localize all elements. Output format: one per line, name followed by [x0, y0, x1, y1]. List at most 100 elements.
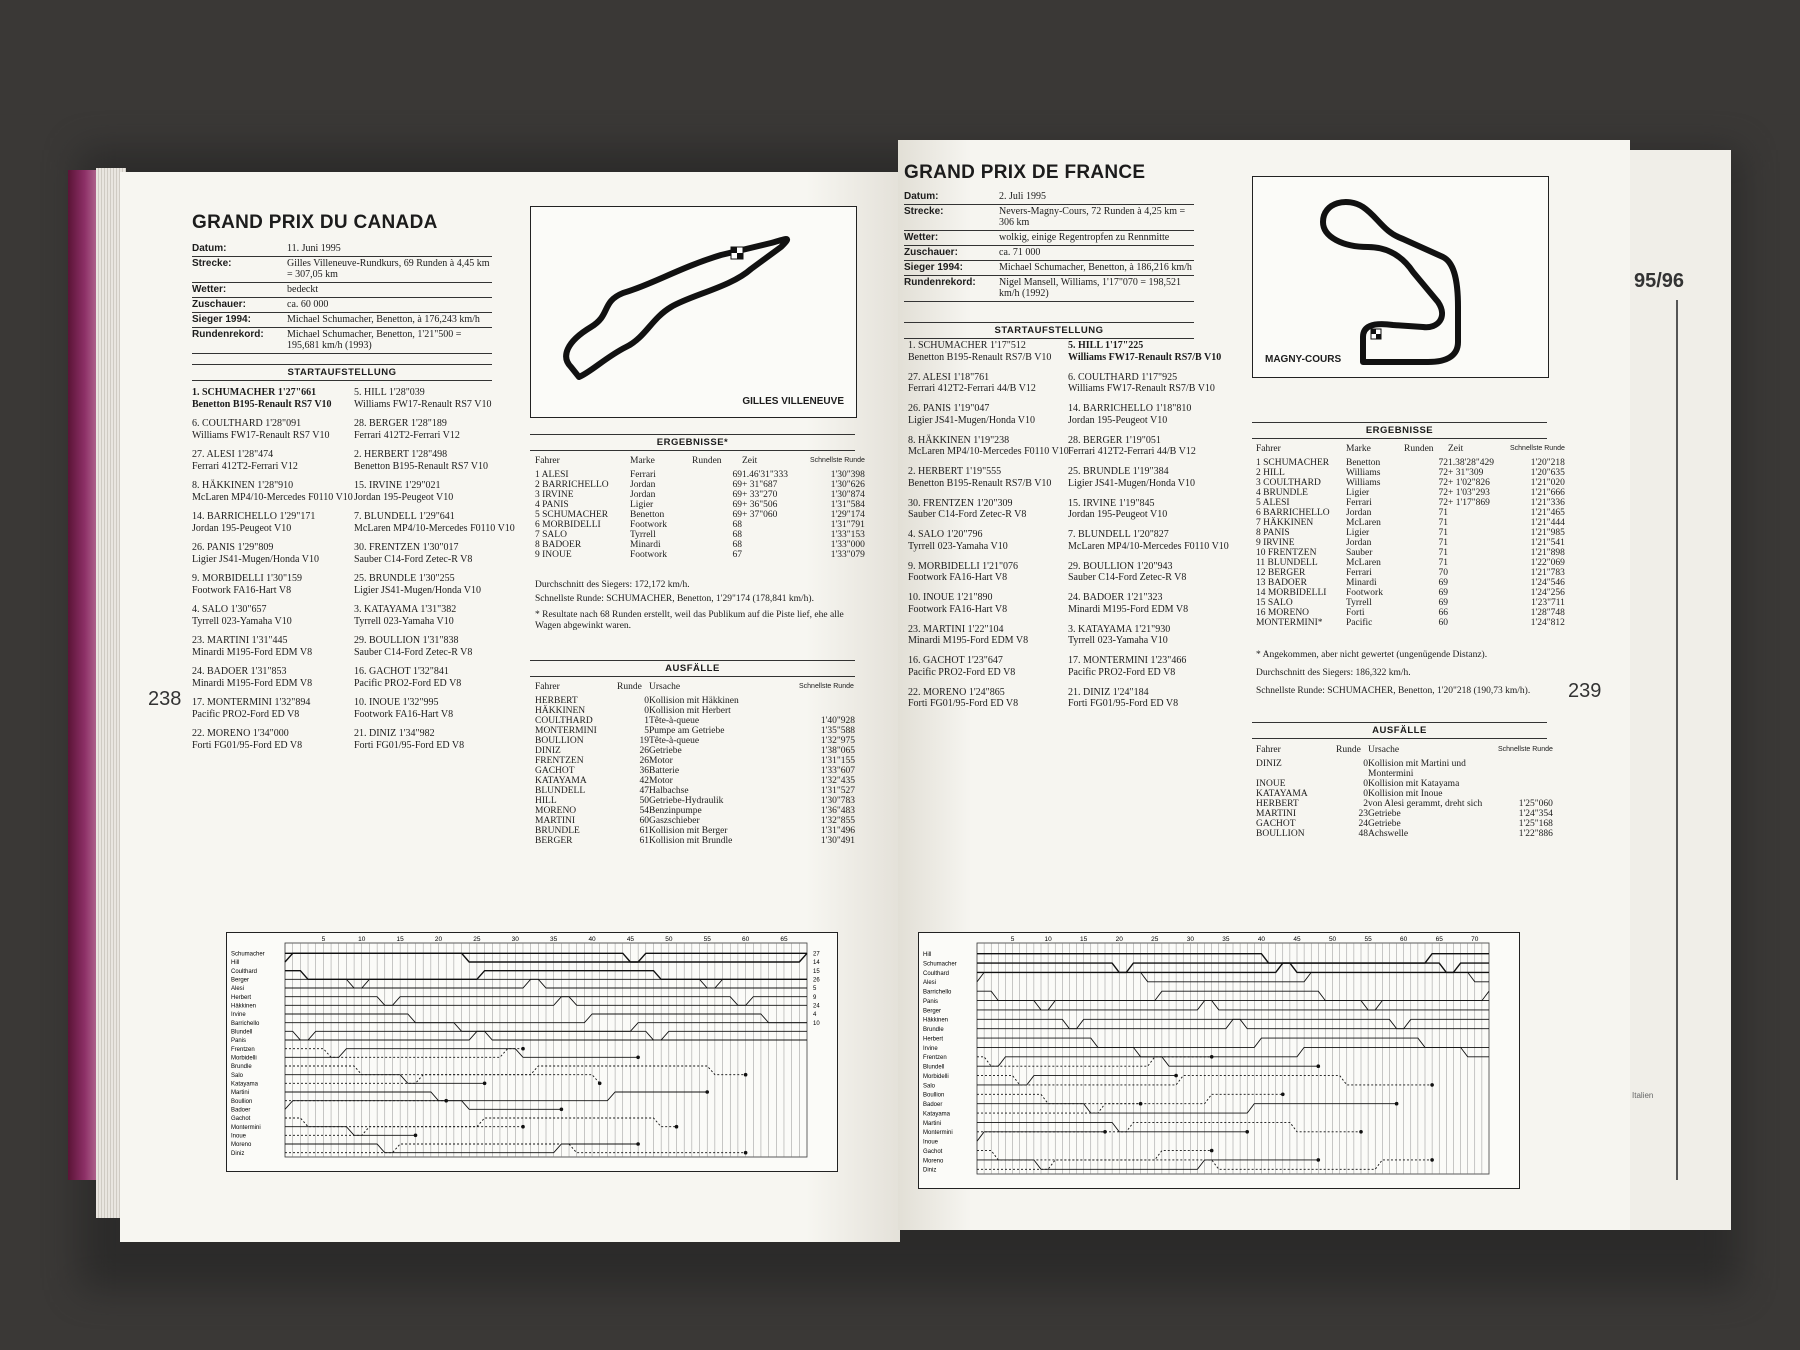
table-cell: + 31"309	[1448, 468, 1484, 478]
table-cell: Kollision mit Brundle	[649, 836, 733, 846]
table-cell: Tête-à-queue	[649, 716, 700, 726]
table-cell: 1'20"218	[1530, 458, 1565, 468]
retirement-marker	[1138, 1101, 1143, 1106]
table-cell: 14 MORBIDELLI	[1256, 588, 1327, 598]
table-cell: Footwork	[630, 520, 667, 530]
grid-car: Footwork FA16-Hart V8	[908, 572, 1008, 583]
driver-position-line	[285, 1030, 807, 1041]
grid-car: Forti FG01/95-Ford ED V8	[192, 739, 303, 751]
retirement-marker	[559, 1107, 564, 1112]
lap-driver-label: Morbidelli	[923, 1074, 949, 1080]
grid-driver: 24. BADOER 1'31"853	[192, 666, 287, 677]
table-cell: 6 BARRICHELLO	[1256, 508, 1330, 518]
table-cell: 1'29"174	[830, 510, 865, 520]
table-cell: Tyrrell	[1346, 598, 1372, 608]
lap-driver-label: Blundell	[231, 1030, 252, 1036]
table-cell: Ferrari	[1346, 568, 1372, 578]
table-cell: McLaren	[1346, 558, 1381, 568]
table-cell: 36	[639, 766, 650, 776]
info-row: Datum:11. Juni 1995	[192, 242, 492, 257]
retirement-marker	[1209, 1055, 1214, 1059]
table-cell	[1448, 558, 1510, 568]
table-cell: 13 BADOER	[1256, 578, 1307, 588]
grid-driver: 21. DINIZ 1'34"982	[354, 728, 435, 739]
grid-car: Sauber C14-Ford Zetec-R V8	[354, 553, 473, 565]
grid-car: Ligier JS41-Mugen/Honda V10	[908, 414, 1036, 426]
lap-end-label: 5	[813, 986, 817, 992]
table-cell: 4 BRUNDLE	[1256, 488, 1308, 498]
table-cell: Ligier	[1346, 528, 1370, 538]
grid-driver: 17. MONTERMINI 1'32"894	[192, 697, 311, 708]
table-cell: 1'21"541	[1530, 538, 1565, 548]
grid-car: Pacific PRO2-Ford ED V8	[192, 708, 300, 720]
column-header: Zeit	[1448, 444, 1464, 454]
grid-car: Tyrrell 023-Yamaha V10	[1068, 635, 1168, 646]
table-cell: 0	[1363, 759, 1368, 769]
grid-car: Footwork FA16-Hart V8	[354, 708, 454, 720]
table-cell: INOUE	[1256, 779, 1286, 789]
lap-tick-label: 40	[588, 936, 596, 943]
table-cell: Kollision mit Inoue	[1368, 789, 1443, 799]
info-row: Strecke:Nevers-Magny-Cours, 72 Runden à …	[904, 205, 1194, 231]
table-cell: 7 HÄKKINEN	[1256, 518, 1314, 528]
grid-car: Ligier JS41-Mugen/Honda V10	[1068, 477, 1196, 489]
results-heading: ERGEBNISSE	[1252, 422, 1547, 439]
table-cell: 5	[644, 726, 649, 736]
grid-driver: 8. HÄKKINEN 1'19"238	[908, 434, 1010, 446]
lap-driver-label: Gachot	[923, 1149, 943, 1155]
table-cell: HILL	[535, 796, 557, 806]
table-cell: 0	[644, 706, 649, 716]
driver-position-line	[977, 1159, 1319, 1170]
grid-driver: 27. ALESI 1'18"761	[908, 371, 990, 383]
column-header: Schnellste Runde	[799, 683, 854, 690]
dnf-heading: AUSFÄLLE	[530, 660, 855, 677]
grid-car: Ferrari 412T2-Ferrari V12	[354, 429, 460, 441]
info-row: Zuschauer:ca. 71 000	[904, 246, 1194, 261]
lap-end-label: 4	[813, 1012, 817, 1018]
table-cell	[1448, 518, 1510, 528]
info-value: Nigel Mansell, Williams, 1'17"070 = 198,…	[999, 277, 1182, 299]
grid-driver: 25. BRUNDLE 1'19"384	[1068, 466, 1169, 477]
table-cell: 1'35"588	[820, 726, 855, 736]
table-cell: Pumpe am Getriebe	[649, 726, 725, 736]
grid-car: McLaren MP4/10-Mercedes F0110 V10	[192, 491, 353, 503]
table-cell: GACHOT	[535, 766, 575, 776]
table-cell: 1'32"855	[820, 816, 855, 826]
grid-driver: 26. PANIS 1'19"047	[908, 403, 990, 414]
grid-car: Footwork FA16-Hart V8	[908, 603, 1008, 615]
lap-driver-label: Alesi	[923, 980, 936, 986]
table-cell: 1'21"020	[1530, 478, 1565, 488]
table-cell: 47	[639, 786, 650, 796]
table-cell: GACHOT	[1256, 819, 1296, 829]
retirement-marker	[1316, 1158, 1321, 1162]
retirement-marker	[597, 1081, 602, 1086]
table-cell: 71	[1438, 508, 1449, 518]
table-cell: COULTHARD	[535, 716, 593, 726]
table-cell: 69	[732, 500, 743, 510]
driver-position-line	[977, 1018, 1489, 1030]
grid-car: Minardi M195-Ford EDM V8	[908, 635, 1029, 646]
lap-driver-label: Katayama	[231, 1082, 259, 1088]
page-number: 239	[1568, 680, 1602, 702]
grid-driver: 6. COULTHARD 1'17"925	[1068, 371, 1178, 383]
table-cell: 1'21"985	[1530, 528, 1565, 538]
info-key: Rundenrekord:	[192, 329, 264, 340]
table-cell: Tyrrell	[630, 530, 656, 540]
circuit-map: GILLES VILLENEUVE	[530, 206, 857, 418]
table-cell: 1'31"791	[830, 520, 865, 530]
lap-tick-label: 50	[1329, 936, 1337, 943]
table-cell: Minardi	[1346, 578, 1377, 588]
